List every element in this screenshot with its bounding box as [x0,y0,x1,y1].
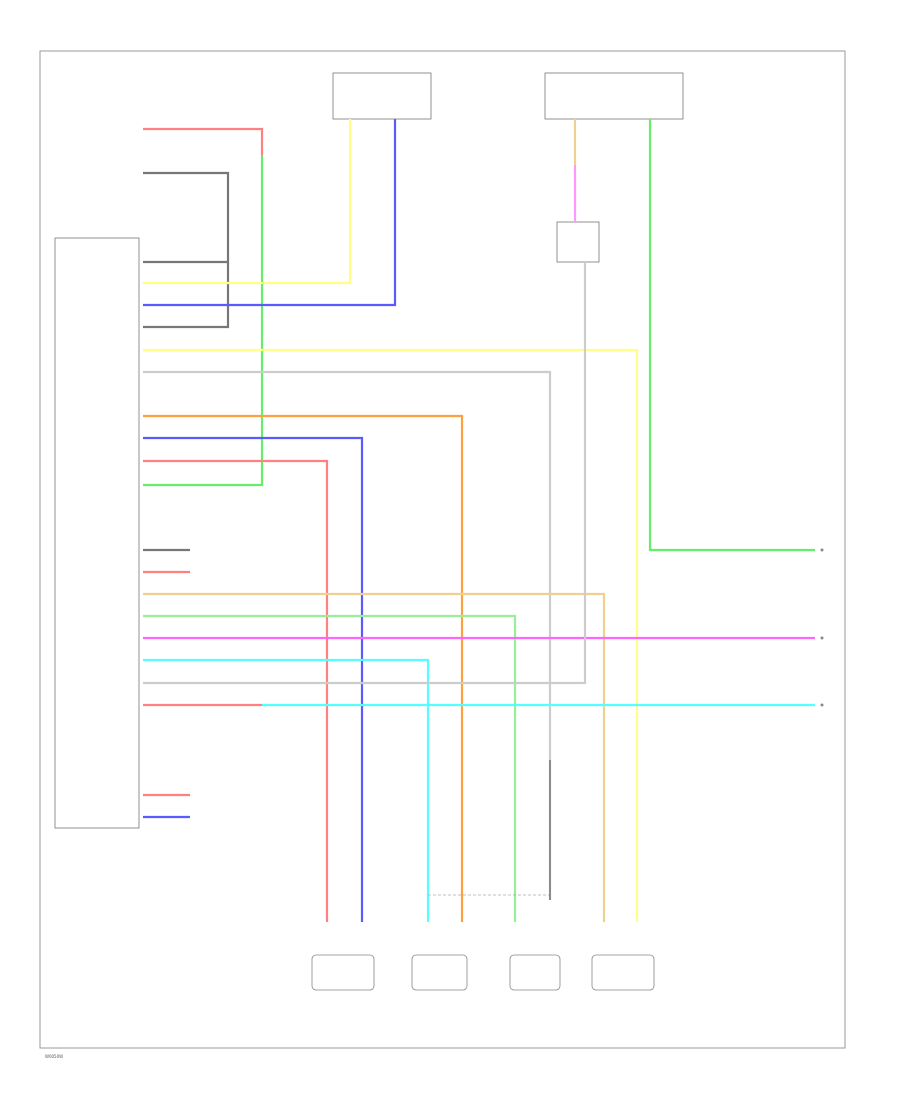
wire-blue-top [143,119,397,307]
fuse-box-right [544,72,684,120]
sensor-rf [311,954,375,991]
wire-red-top [143,127,264,155]
wire-red-2 [143,459,329,922]
wire-group [143,119,815,922]
sensor-lr [509,954,561,991]
connector-pin-2 [820,636,824,640]
wire-lightgreen [143,614,517,922]
wire-blue-2 [143,436,364,922]
wire-cyan [143,658,430,922]
sensor-rr [411,954,468,991]
sensor-lf [591,954,655,991]
wire-yellow-top [143,119,352,285]
wire-black-top [143,171,230,329]
sensor-group [311,954,655,991]
wire-orange [143,414,464,922]
connector-pin-1 [820,548,824,552]
wire-yellow-long [143,348,639,922]
connector-pin-3 [820,703,824,707]
brake-switch-box [556,221,600,263]
abs-module-box [54,237,140,829]
fuse-box-left [332,72,432,120]
footer-code: W0050W [45,1054,63,1059]
wire-tan [143,592,606,922]
diagram-frame [39,50,846,1049]
wire-gray-2 [143,262,587,685]
wire-green-right [648,119,815,552]
wire-gray-long [143,370,552,900]
wire-green-loop [143,155,264,487]
